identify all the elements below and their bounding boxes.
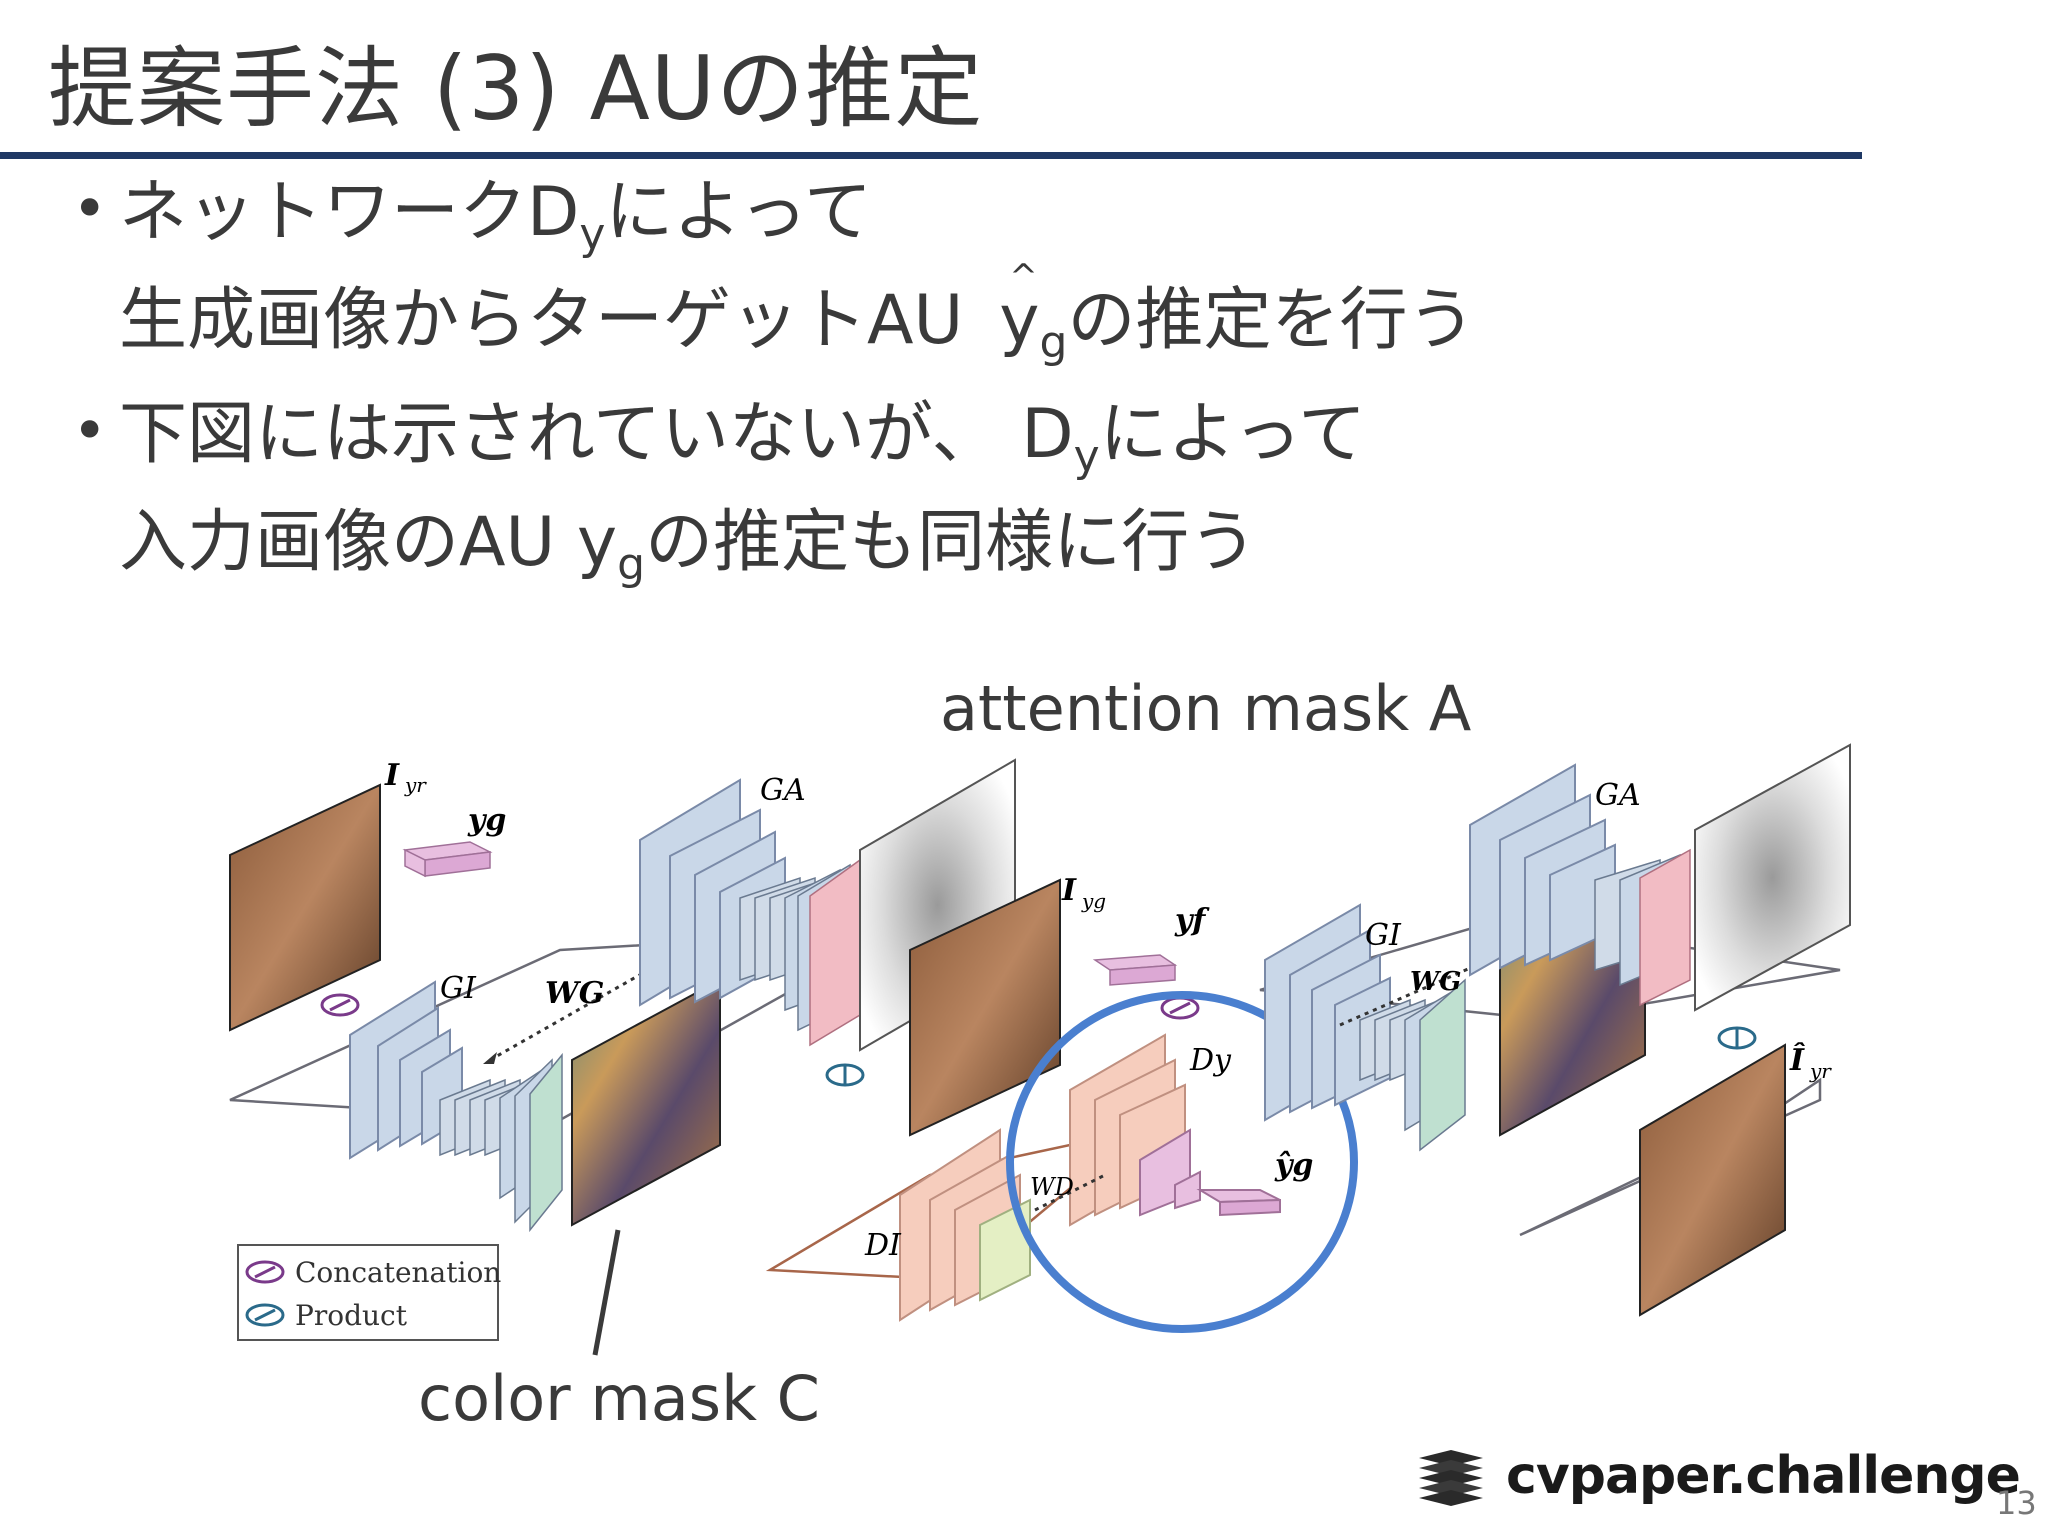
generator-ga-right-label: GA: [1595, 778, 1641, 813]
reconstructed-face-image: [1639, 1043, 1786, 1317]
page-number: 13: [1996, 1484, 2037, 1522]
color-mask-image: [571, 978, 721, 1227]
y-hat-symbol: ^yg: [999, 257, 1068, 368]
input-face-image: [229, 783, 381, 1032]
bullet-2-line-1: 下図には示されていないが、 Dyによって: [119, 395, 1367, 482]
discriminator-di: [899, 1128, 1031, 1322]
bullet-list: • ネットワークDyによって 生成画像からターゲットAU^ygの推定を行う • …: [64, 170, 1564, 614]
generated-face-image: [909, 878, 1061, 1137]
generator-gi-right: [1264, 903, 1466, 1152]
bullet-2-line-2: 入力画像のAU ygの推定も同様に行う: [119, 503, 1258, 590]
target-au-label: yg: [467, 803, 506, 838]
weight-wg-right-label: WG: [1410, 967, 1461, 997]
discriminator-dy: [1069, 1033, 1281, 1227]
color-mask-pointer-line: [592, 1229, 621, 1356]
bullet-dot: •: [72, 396, 108, 466]
legend: Concatenation Product: [237, 1244, 501, 1341]
input-image-label: I: [384, 758, 400, 793]
yf-label: yf: [1174, 903, 1210, 938]
generated-image-label: I: [1061, 873, 1077, 908]
legend-product-label: Product: [295, 1299, 408, 1332]
dy-highlight-circle: [1006, 991, 1358, 1333]
title-divider: [0, 152, 1862, 159]
reconstructed-image-label: Î: [1789, 1042, 1805, 1078]
generator-ga-middle: [639, 778, 861, 1047]
bullet-1-line-1: ネットワークDyによって: [119, 173, 872, 260]
residual-blocks-left: [439, 1052, 563, 1233]
brand-logo-text: cvpaper.challenge: [1506, 1446, 2021, 1506]
generator-ga-right: [1469, 763, 1691, 1007]
weight-sharing-arrow-d: [1034, 1173, 1106, 1212]
generator-ga-label: GA: [760, 773, 806, 808]
generator-gi-left: [349, 980, 463, 1160]
bullet-dot: •: [72, 174, 108, 244]
legend-concatenation-label: Concatenation: [295, 1256, 501, 1289]
slide-title: 提案手法 (3) AUの推定: [48, 37, 984, 140]
generator-gi-right-label: GI: [1365, 918, 1402, 953]
attention-mask-label: attention mask A: [940, 672, 1472, 745]
attention-mask-image-right: [1694, 743, 1851, 1012]
stacked-layers-icon: [1419, 1450, 1483, 1506]
weight-wg-label: WG: [545, 976, 604, 1011]
svg-text:yr: yr: [1809, 1059, 1832, 1083]
svg-text:yg: yg: [1081, 889, 1106, 913]
bullet-item-2: • 下図には示されていないが、 Dyによって 入力画像のAU ygの推定も同様に…: [64, 392, 1564, 608]
estimated-au-label: ŷg: [1274, 1148, 1313, 1183]
discriminator-dy-label: Dy: [1189, 1043, 1232, 1078]
generator-gi-label: GI: [440, 971, 477, 1006]
discriminator-di-label: DI: [864, 1228, 902, 1263]
bullet-item-1: • ネットワークDyによって 生成画像からターゲットAU^ygの推定を行う: [64, 170, 1564, 386]
ganimation-architecture-diagram: I yr yg GI WG: [229, 743, 1851, 1356]
weight-wd-label: WD: [1030, 1173, 1074, 1201]
bullet-1-line-2: 生成画像からターゲットAU^ygの推定を行う: [119, 257, 1564, 386]
svg-text:yr: yr: [404, 773, 427, 797]
color-mask-label: color mask C: [418, 1362, 820, 1435]
